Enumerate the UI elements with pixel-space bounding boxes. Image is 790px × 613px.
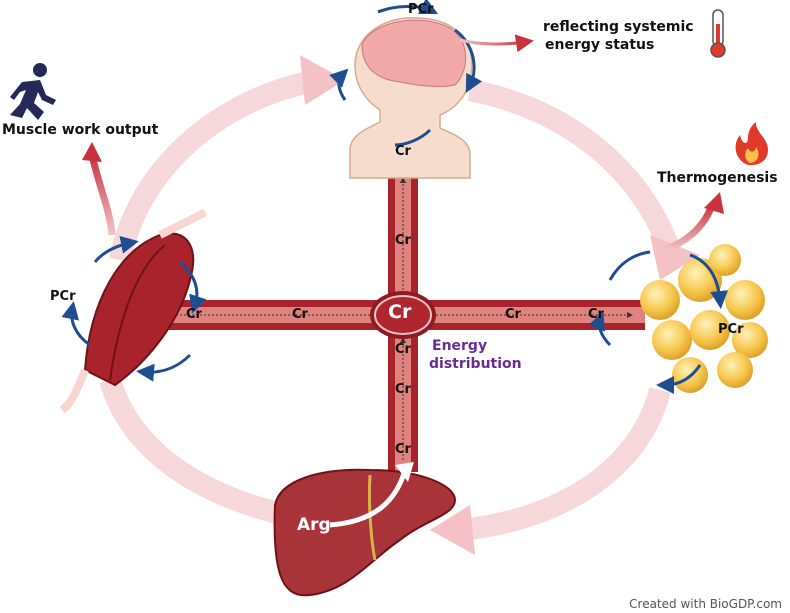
pcr-cycle-muscle: [61, 235, 207, 382]
center-cr-node: [370, 291, 436, 339]
energy-label: Energy: [432, 338, 488, 354]
muscle-output-label: Muscle work output: [2, 122, 159, 138]
cr-down-2: Cr: [395, 382, 411, 397]
distribution-label: distribution: [429, 356, 522, 372]
cr-left-near: Cr: [186, 307, 202, 322]
thermogenesis-arrow: [663, 203, 716, 254]
cr-right-near: Cr: [505, 307, 521, 322]
head-brain-illustration: [349, 16, 473, 179]
muscle-output-arrow: [88, 154, 116, 236]
pcr-adipose-label: PCr: [718, 322, 744, 337]
reflecting-label: reflecting systemic: [543, 19, 694, 35]
credit-text: Created with BioGDP.com: [629, 597, 782, 611]
pcr-brain-label: PCr: [408, 2, 434, 17]
thermogenesis-label: Thermogenesis: [657, 170, 778, 186]
cr-up-1: Cr: [395, 144, 411, 159]
muscle-illustration: [59, 208, 208, 414]
cr-down-3: Cr: [395, 442, 411, 457]
flame-icon: [735, 122, 768, 166]
arg-label: Arg: [297, 515, 331, 535]
liver-illustration: [273, 462, 457, 597]
circulation-arrows: [99, 69, 681, 541]
pcr-cycle-adipose: [588, 250, 729, 394]
cr-up-2: Cr: [395, 233, 411, 248]
circulation-arrowheads: [300, 55, 700, 555]
running-person-icon: [10, 63, 56, 120]
cr-down-1: Cr: [395, 342, 411, 357]
energy-status-label: energy status: [545, 37, 655, 53]
cr-right-far: Cr: [588, 307, 604, 322]
center-cr-label: Cr: [388, 301, 412, 323]
cr-left-far: Cr: [292, 307, 308, 322]
thermometer-icon: [710, 9, 726, 58]
systemic-status-arrow: [459, 34, 534, 53]
pcr-muscle-label: PCr: [50, 289, 76, 304]
pcr-cycle-brain: [329, 0, 483, 147]
